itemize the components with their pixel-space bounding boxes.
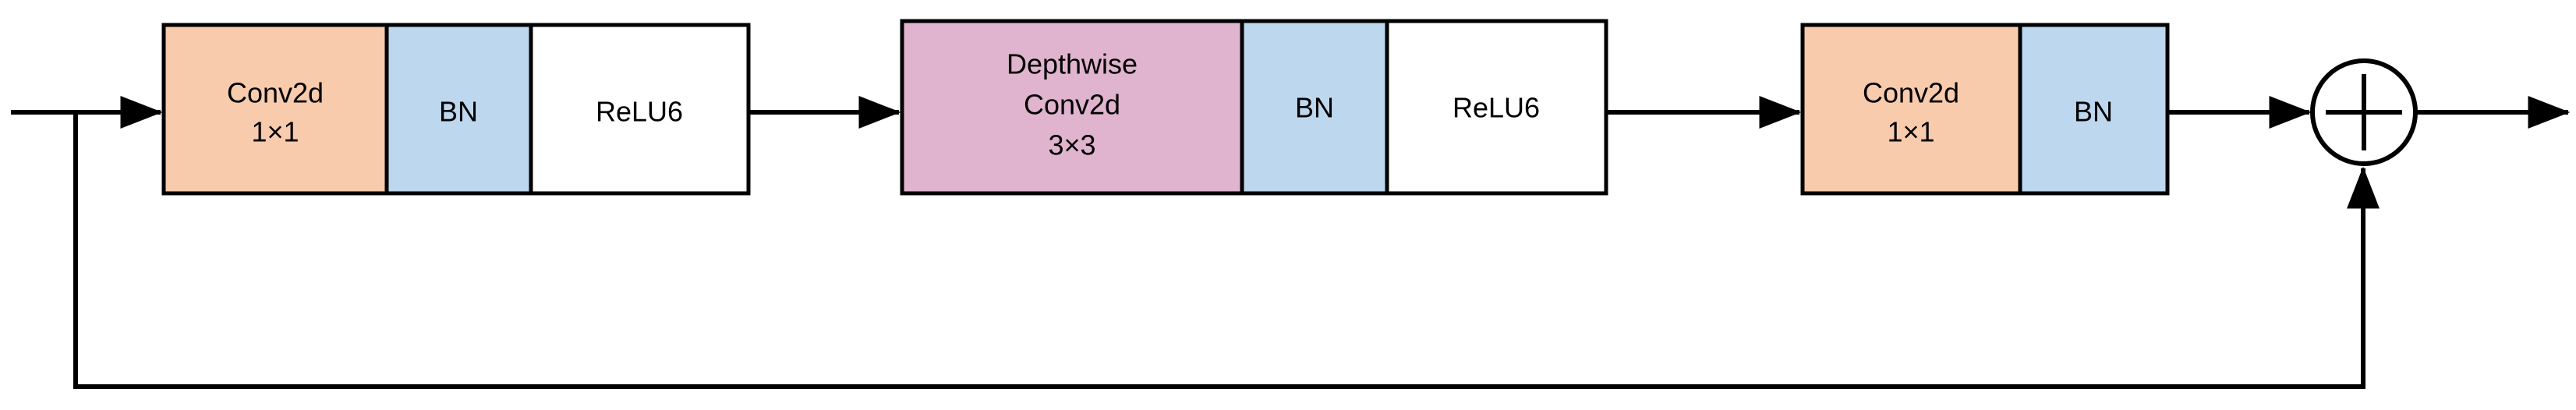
relu6-1[interactable]	[529, 23, 751, 196]
conv2d-1x1-project[interactable]	[1800, 23, 2022, 196]
conv2d-1x1-project-label-line1: Conv2d	[1863, 77, 1959, 109]
projection-group: Conv2d 1×1 BN	[1800, 23, 2170, 196]
depthwise-conv2d-3x3-label-line1: Depthwise	[1007, 48, 1138, 80]
conv2d-1x1-expand-label-line1: Conv2d	[227, 77, 324, 109]
relu6-2[interactable]	[1385, 19, 1608, 196]
depthwise-group: Depthwise Conv2d 3×3 BN ReLU6	[900, 19, 1608, 196]
residual-skip-connection	[73, 112, 2380, 389]
bn-1-label: BN	[439, 96, 478, 128]
relu6-2-label: ReLU6	[1453, 92, 1540, 124]
add-operator[interactable]	[2310, 58, 2418, 166]
bn-2-label: BN	[1295, 92, 1334, 124]
bn-3[interactable]	[2018, 23, 2170, 196]
bn-1[interactable]	[384, 23, 533, 196]
relu6-1-label: ReLU6	[596, 96, 683, 128]
depthwise-conv2d-3x3-label-line2: Conv2d	[1024, 89, 1120, 121]
bn-2[interactable]	[1240, 19, 1389, 196]
conv2d-1x1-expand[interactable]	[161, 23, 389, 196]
depthwise-conv2d-3x3-label-line3: 3×3	[1048, 129, 1095, 161]
expansion-group: Conv2d 1×1 BN ReLU6	[161, 23, 751, 196]
conv2d-1x1-expand-label-line2: 1×1	[251, 116, 299, 148]
bn-3-label: BN	[2074, 96, 2113, 128]
conv2d-1x1-project-label-line2: 1×1	[1887, 116, 1934, 148]
